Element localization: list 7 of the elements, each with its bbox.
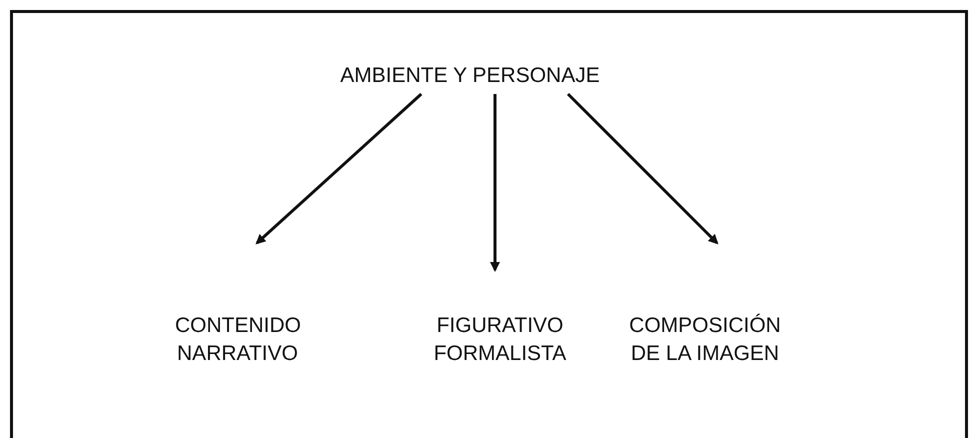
node-label: FIGURATIVO FORMALISTA <box>430 270 570 368</box>
arrow <box>490 94 500 272</box>
arrow <box>566 92 718 244</box>
node-label: CONTENIDO NARRATIVO <box>175 243 300 368</box>
arrow <box>256 92 422 244</box>
node-label: AMBIENTE Y PERSONAJE <box>300 62 640 94</box>
node-label: COMPOSICIÓN DE LA IMAGEN <box>620 243 790 368</box>
